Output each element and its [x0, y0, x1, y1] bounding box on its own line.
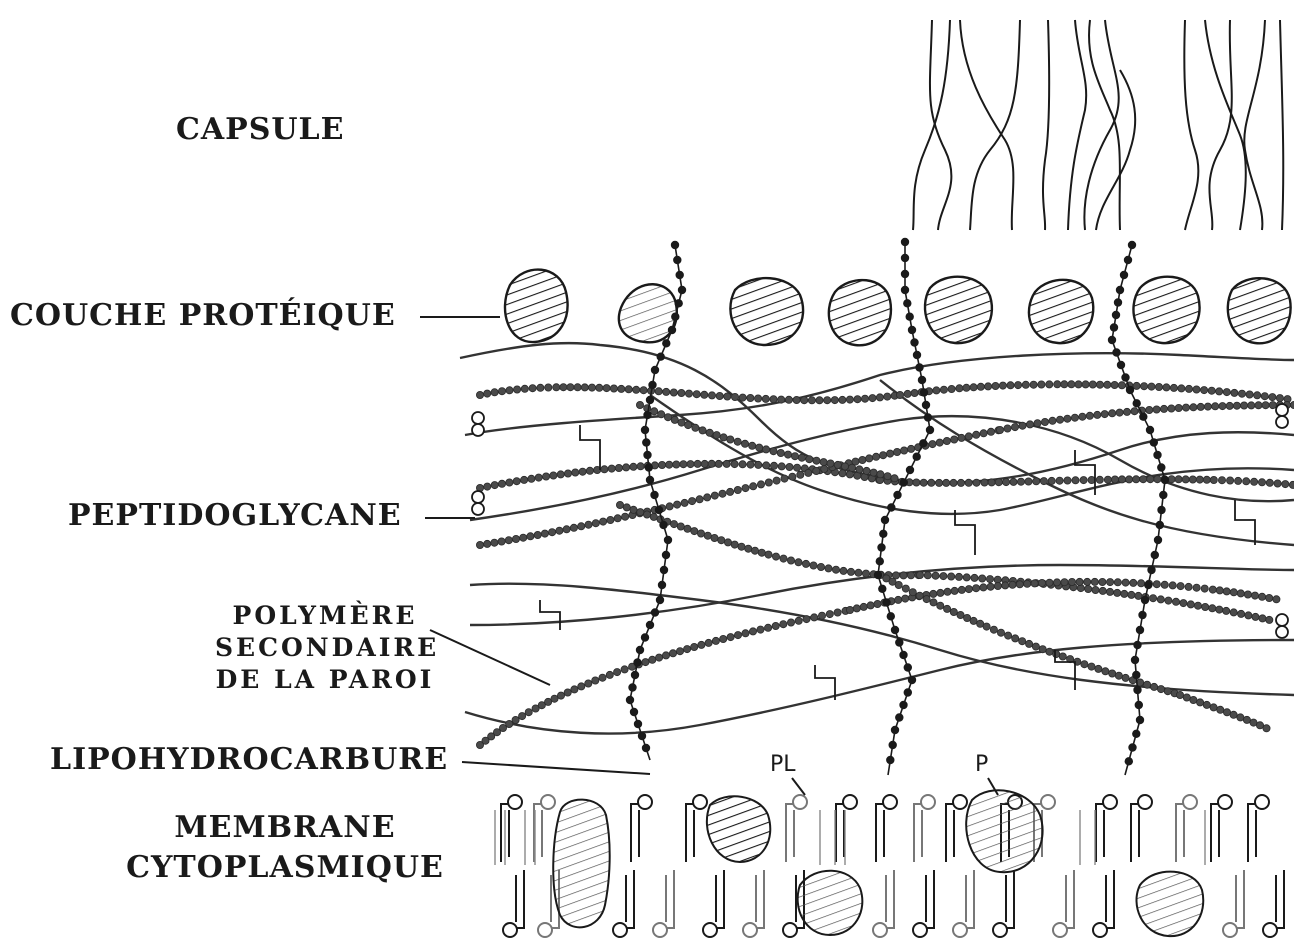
- lipid-upper: [631, 795, 652, 862]
- leader-lipohydrocarbure: [462, 762, 650, 774]
- beaded-chains: [476, 381, 1294, 749]
- lipid-lower: [743, 870, 764, 937]
- lipid-lower: [913, 870, 934, 937]
- lipid-upper: [686, 795, 707, 862]
- tag-p: P: [975, 752, 988, 777]
- label-membrane-cytoplasmique: MEMBRANE CYTOPLASMIQUE: [110, 808, 460, 888]
- lipid-upper: [914, 795, 935, 862]
- label-capsule: CAPSULE: [176, 112, 345, 147]
- lipid-lower: [653, 870, 674, 937]
- lipid-upper: [1176, 795, 1197, 862]
- leader-polymere: [430, 630, 550, 685]
- lipid-upper: [836, 795, 857, 862]
- lipid-lower: [993, 870, 1014, 937]
- beaded-chain: [616, 501, 1273, 623]
- lipid-upper: [876, 795, 897, 862]
- lipid-lower: [1263, 870, 1284, 937]
- leader-pl: [792, 778, 805, 795]
- lipid-lower: [1223, 870, 1244, 937]
- lipid-lower: [873, 870, 894, 937]
- capsule-fibres: [913, 20, 1283, 230]
- lipid-lower: [1053, 870, 1074, 937]
- protein-layer-blobs: [505, 270, 1291, 346]
- lipid-lower: [1093, 870, 1114, 937]
- lipid-lower: [503, 870, 524, 937]
- label-membrane-line2: CYTOPLASMIQUE: [110, 848, 460, 888]
- label-lipohydrocarbure: LIPOHYDROCARBURE: [50, 742, 448, 777]
- lipid-upper: [1211, 795, 1232, 862]
- label-membrane-line1: MEMBRANE: [110, 808, 460, 848]
- label-polymere-secondaire: POLYMÈRE SECONDAIRE DE LA PAROI: [215, 600, 435, 696]
- lipid-upper: [1096, 795, 1117, 862]
- glycan-strands: [460, 343, 1294, 733]
- lipid-lower: [703, 870, 724, 937]
- lipid-lower: [953, 870, 974, 937]
- label-peptidoglycane: PEPTIDOGLYCANE: [68, 498, 402, 533]
- tag-pl: PL: [770, 752, 796, 777]
- lipid-upper: [501, 795, 522, 862]
- lipid-lower: [613, 870, 634, 937]
- lipid-upper: [1131, 795, 1152, 862]
- lipid-upper: [1248, 795, 1269, 862]
- label-couche-proteique: COUCHE PROTÉIQUE: [10, 298, 396, 333]
- beaded-chain: [476, 578, 1280, 748]
- label-polymere-line1: POLYMÈRE: [215, 600, 435, 632]
- label-polymere-line2: SECONDAIRE: [215, 632, 435, 664]
- label-polymere-line3: DE LA PAROI: [215, 664, 435, 696]
- lipid-upper: [534, 795, 555, 862]
- lipid-upper: [786, 795, 807, 862]
- lipid-upper: [946, 795, 967, 862]
